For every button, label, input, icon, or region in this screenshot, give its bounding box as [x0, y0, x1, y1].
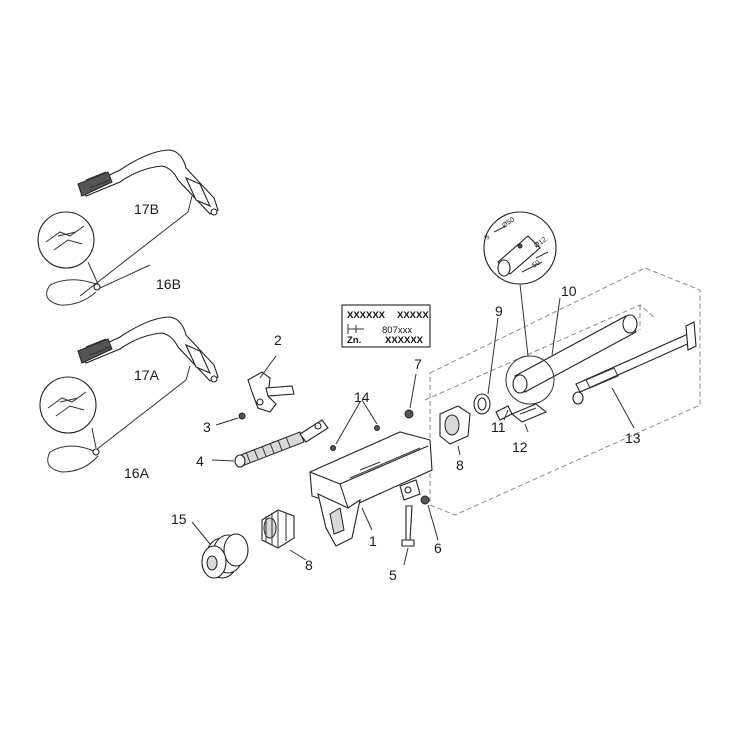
tube-detail-magnifier — [483, 211, 557, 357]
label-part-8-lower: 8 — [305, 557, 313, 573]
pin-3 — [215, 412, 246, 426]
push-rod-13 — [572, 321, 697, 429]
lever-2 — [247, 355, 295, 413]
nut-7 — [404, 373, 417, 419]
label-part-11: 11 — [491, 419, 506, 435]
label-part-16b: 16B — [156, 276, 181, 292]
dim-50b: 50 — [531, 259, 541, 269]
block-8-lower — [261, 509, 307, 561]
plate-row1-left: XXXXXX — [347, 310, 386, 321]
plate-row2-value: 807xxx — [382, 325, 412, 336]
label-part-16a: 16A — [124, 465, 150, 481]
nut-6 — [420, 495, 439, 541]
plate-row3-left: Zn. — [347, 335, 361, 346]
spring-4 — [211, 419, 329, 468]
label-part-5: 5 — [389, 567, 397, 583]
label-part-4: 4 — [196, 453, 204, 469]
plate-12 — [510, 403, 548, 433]
label-part-15: 15 — [171, 511, 187, 527]
label-part-17a: 17A — [134, 367, 160, 383]
cable-16a — [39, 376, 100, 473]
bellows-15 — [191, 521, 249, 579]
label-part-9: 9 — [495, 303, 503, 319]
label-part-14: 14 — [354, 389, 370, 405]
ring-9 — [473, 317, 499, 415]
plate-row1-right: XXXXX — [397, 310, 429, 321]
plate-symbol-icon — [347, 324, 364, 334]
coupling-body-1 — [309, 431, 433, 547]
assembly-outline — [424, 267, 701, 516]
label-part-12: 12 — [512, 439, 528, 455]
identification-plate: XXXXXX XXXXX 807xxx Zn. XXXXXX — [341, 304, 431, 348]
block-8-upper — [439, 405, 471, 456]
pins-14 — [330, 399, 380, 451]
label-part-1: 1 — [369, 533, 377, 549]
cable-16b — [37, 211, 151, 306]
label-part-13: 13 — [625, 430, 641, 446]
handle-17b — [77, 149, 219, 297]
label-part-8-upper: 8 — [456, 457, 464, 473]
label-part-10: 10 — [561, 283, 577, 299]
label-part-7: 7 — [414, 356, 422, 372]
tube-10 — [505, 297, 638, 405]
plate-row3-right: XXXXXX — [385, 335, 424, 346]
label-part-2: 2 — [274, 332, 282, 348]
label-part-17b: 17B — [134, 201, 159, 217]
bolt-5 — [401, 505, 415, 566]
handle-17a — [77, 316, 219, 451]
label-part-6: 6 — [434, 540, 442, 556]
label-part-3: 3 — [203, 419, 211, 435]
part-labels: 1 2 3 4 5 6 7 8 8 9 10 11 12 13 14 15 16… — [124, 201, 641, 583]
dim-5: 5 — [484, 234, 492, 241]
clip-11 — [495, 405, 513, 421]
